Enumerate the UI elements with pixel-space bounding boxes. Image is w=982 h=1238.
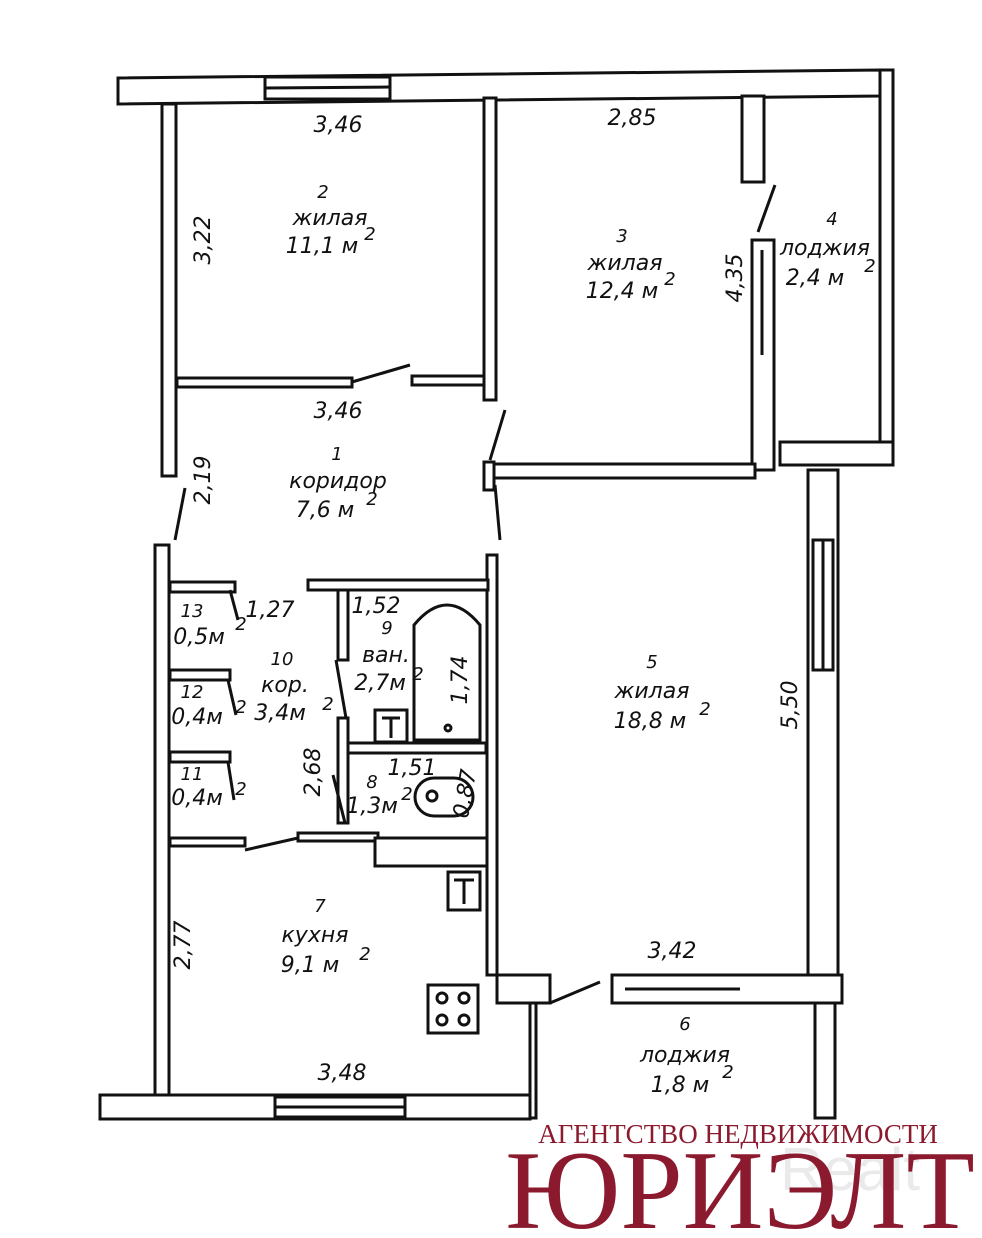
dim: 4,35 <box>723 254 748 303</box>
room-3-name: жилая <box>587 251 663 276</box>
room-12-number: 12 <box>181 682 204 703</box>
dim: 2,19 <box>191 456 216 505</box>
room-6-number: 6 <box>679 1014 690 1035</box>
stove-icon <box>426 983 480 1035</box>
dim: 1,74 <box>448 656 473 705</box>
room-5-name: жилая <box>614 679 690 704</box>
sup: 2 <box>235 779 246 800</box>
room-11-area: 0,4м <box>171 786 223 811</box>
room-9-number: 9 <box>381 618 392 639</box>
sink-icon <box>373 708 409 744</box>
logo-subtitle: АГЕНТСТВО НЕДВИЖИМОСТИ <box>538 1119 938 1149</box>
room-13-area: 0,5м <box>173 625 225 650</box>
sup: 2 <box>664 269 675 290</box>
room-2-number: 2 <box>317 182 328 203</box>
dim: 1,52 <box>352 594 401 619</box>
dim: 3,46 <box>314 399 363 424</box>
room-12-area: 0,4м <box>171 705 223 730</box>
kitchen-sink-icon <box>446 870 482 912</box>
room-10-name: кор. <box>261 673 309 698</box>
sup: 2 <box>322 694 333 715</box>
room-8-area: 1,3м <box>346 794 398 819</box>
sup: 2 <box>235 697 246 718</box>
dim: 1,27 <box>246 598 295 623</box>
room-2-area: 11,1 м <box>286 234 359 259</box>
room-labels: 2 жилая 11,1 м 2 3 жилая 12,4 м 2 4 лодж… <box>171 182 876 1098</box>
sup: 2 <box>359 944 370 965</box>
room-10-number: 10 <box>271 649 294 670</box>
room-9-name: ван. <box>362 643 410 668</box>
room-6-name: лоджия <box>639 1043 730 1068</box>
watermark: Realt <box>780 1136 920 1203</box>
room-7-number: 7 <box>314 896 326 917</box>
sup: 2 <box>412 664 423 685</box>
dim: 2,85 <box>608 106 657 131</box>
room-5-area: 18,8 м <box>614 709 687 734</box>
room-11-number: 11 <box>181 764 204 785</box>
dim: 3,42 <box>648 939 697 964</box>
dim: 5,50 <box>778 681 803 730</box>
room-13-number: 13 <box>181 601 204 622</box>
bathtub-icon <box>412 603 482 742</box>
room-1-number: 1 <box>331 444 342 465</box>
room-7-area: 9,1 м <box>281 953 340 978</box>
room-4-number: 4 <box>826 209 837 230</box>
dim: 3,46 <box>314 113 363 138</box>
logo-name: ЮРИЭЛТ <box>505 1129 975 1238</box>
room-2-name: жилая <box>292 206 368 231</box>
doors <box>173 184 777 1005</box>
sup: 2 <box>401 784 412 805</box>
room-4-area: 2,4 м <box>786 266 845 291</box>
dim: 3,48 <box>318 1061 367 1086</box>
sup: 2 <box>864 256 875 277</box>
dim: 2,77 <box>171 921 196 970</box>
dim: 3,22 <box>191 216 216 265</box>
room-6-area: 1,8 м <box>651 1073 710 1098</box>
sup: 2 <box>699 699 710 720</box>
room-9-area: 2,7м <box>354 671 406 696</box>
room-8-number: 8 <box>366 772 377 793</box>
dim: 0,87 <box>449 768 482 821</box>
sup: 2 <box>366 489 377 510</box>
dim: 1,51 <box>388 756 437 781</box>
sup: 2 <box>235 614 246 635</box>
sup: 2 <box>364 224 375 245</box>
room-5-number: 5 <box>646 652 657 673</box>
walls <box>98 68 895 1121</box>
toilet-icon <box>413 776 475 818</box>
dim: 2,68 <box>301 748 326 797</box>
room-3-number: 3 <box>616 226 627 247</box>
dimensions: 3,46 3,22 3,46 2,85 4,35 2,19 1,27 1,52 … <box>171 106 803 1086</box>
room-7-name: кухня <box>282 923 349 948</box>
room-10-area: 3,4м <box>254 701 306 726</box>
room-3-area: 12,4 м <box>586 279 659 304</box>
sup: 2 <box>722 1062 733 1083</box>
fixtures <box>373 603 482 1035</box>
room-1-name: коридор <box>289 469 387 494</box>
agency-logo: Realt АГЕНТСТВО НЕДВИЖИМОСТИ ЮРИЭЛТ <box>505 1119 975 1238</box>
room-4-name: лоджия <box>779 236 870 261</box>
room-1-area: 7,6 м <box>296 498 355 523</box>
